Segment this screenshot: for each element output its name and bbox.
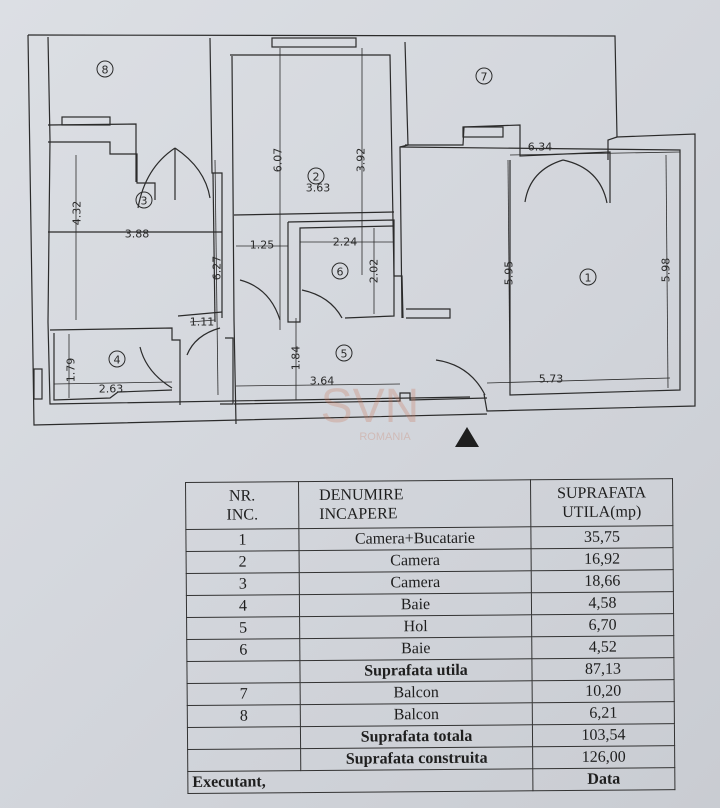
- room-label-3: 3: [141, 195, 148, 208]
- cell-name: Suprafata totala: [300, 724, 533, 749]
- dim-label: 5.98: [660, 258, 673, 283]
- cell-name: Camera: [299, 570, 532, 595]
- walls: [27, 34, 696, 426]
- cell-nr: [186, 660, 301, 684]
- room-label-8: 8: [102, 64, 109, 77]
- room-label-7: 7: [481, 71, 488, 84]
- dim-label: 2.63: [99, 383, 124, 396]
- cell-nr: 8: [187, 704, 301, 728]
- room-label-6: 6: [337, 266, 344, 279]
- floor-plan: 1 2 3 4 5 6 7 8 6.34 6.07 3.92 3.63 4.32…: [27, 34, 696, 447]
- cell-nr: [187, 748, 301, 772]
- dim-label: 3.92: [355, 148, 368, 173]
- svg-text:SVN: SVN: [321, 380, 420, 433]
- dim-label: 3.63: [306, 182, 331, 195]
- header-nr: NR.INC.: [185, 481, 299, 530]
- cell-nr: 4: [186, 594, 300, 618]
- cell-area: 87,13: [531, 657, 675, 681]
- cell-name: Suprafata construita: [300, 746, 533, 771]
- cell-area: 6,70: [531, 613, 674, 637]
- cell-name: Balcon: [300, 702, 533, 727]
- dim-label: 4.32: [71, 201, 84, 226]
- cell-area: 4,52: [531, 635, 674, 659]
- dim-label: 5.95: [503, 261, 516, 286]
- room-label-1: 1: [585, 272, 592, 285]
- dim-label: 2.24: [333, 236, 358, 249]
- cell-area: 16,92: [531, 547, 674, 571]
- cell-area: 35,75: [530, 525, 674, 549]
- room-label-5: 5: [341, 348, 348, 361]
- dim-label: 1.84: [290, 346, 303, 371]
- cell-nr: 1: [185, 528, 300, 552]
- cell-name: Camera+Bucatarie: [298, 526, 532, 551]
- room-numbers: [96, 60, 597, 368]
- cell-name: Baie: [299, 592, 532, 617]
- dim-label: 3.64: [310, 375, 335, 388]
- dim-label: 3.88: [125, 228, 150, 241]
- dim-label: 1.11: [190, 316, 215, 329]
- svg-text:ROMANIA: ROMANIA: [359, 431, 411, 443]
- dimensions: 6.34 6.07 3.92 3.63 4.32 3.88 6.27 1.25 …: [65, 141, 673, 396]
- cell-name: Hol: [299, 614, 532, 639]
- dim-label: 6.34: [528, 141, 553, 154]
- cell-nr: [187, 726, 301, 750]
- cell-area: 18,66: [531, 569, 674, 593]
- table-footer: Executant, Data: [187, 767, 675, 794]
- room-label-4: 4: [114, 354, 121, 367]
- data-label: Data: [532, 767, 675, 791]
- cell-nr: 2: [186, 550, 300, 574]
- room-label-2: 2: [313, 171, 320, 184]
- cell-nr: 5: [186, 616, 300, 640]
- cell-name: Suprafata utila: [299, 658, 533, 683]
- cell-area: 126,00: [532, 745, 675, 769]
- north-arrow-icon: [455, 427, 479, 447]
- watermark-logo: SVN ROMANIA: [321, 380, 420, 443]
- cell-area: 4,58: [531, 591, 674, 615]
- dim-label: 6.27: [211, 256, 224, 281]
- executant-label: Executant,: [187, 768, 533, 794]
- dim-label: 1.79: [65, 358, 78, 383]
- cell-nr: 6: [186, 638, 300, 662]
- cell-area: 6,21: [532, 701, 675, 725]
- cell-area: 10,20: [532, 679, 675, 703]
- cell-nr: 3: [186, 572, 300, 596]
- cell-name: Baie: [299, 636, 532, 661]
- dim-label: 1.25: [250, 239, 275, 252]
- dim-label: 2.02: [368, 259, 381, 284]
- cell-name: Camera: [299, 548, 532, 573]
- dim-label: 6.07: [272, 148, 285, 173]
- cell-area: 103,54: [532, 723, 675, 747]
- cell-name: Balcon: [300, 680, 533, 705]
- cell-nr: 7: [187, 682, 301, 706]
- dim-label: 5.73: [539, 373, 564, 386]
